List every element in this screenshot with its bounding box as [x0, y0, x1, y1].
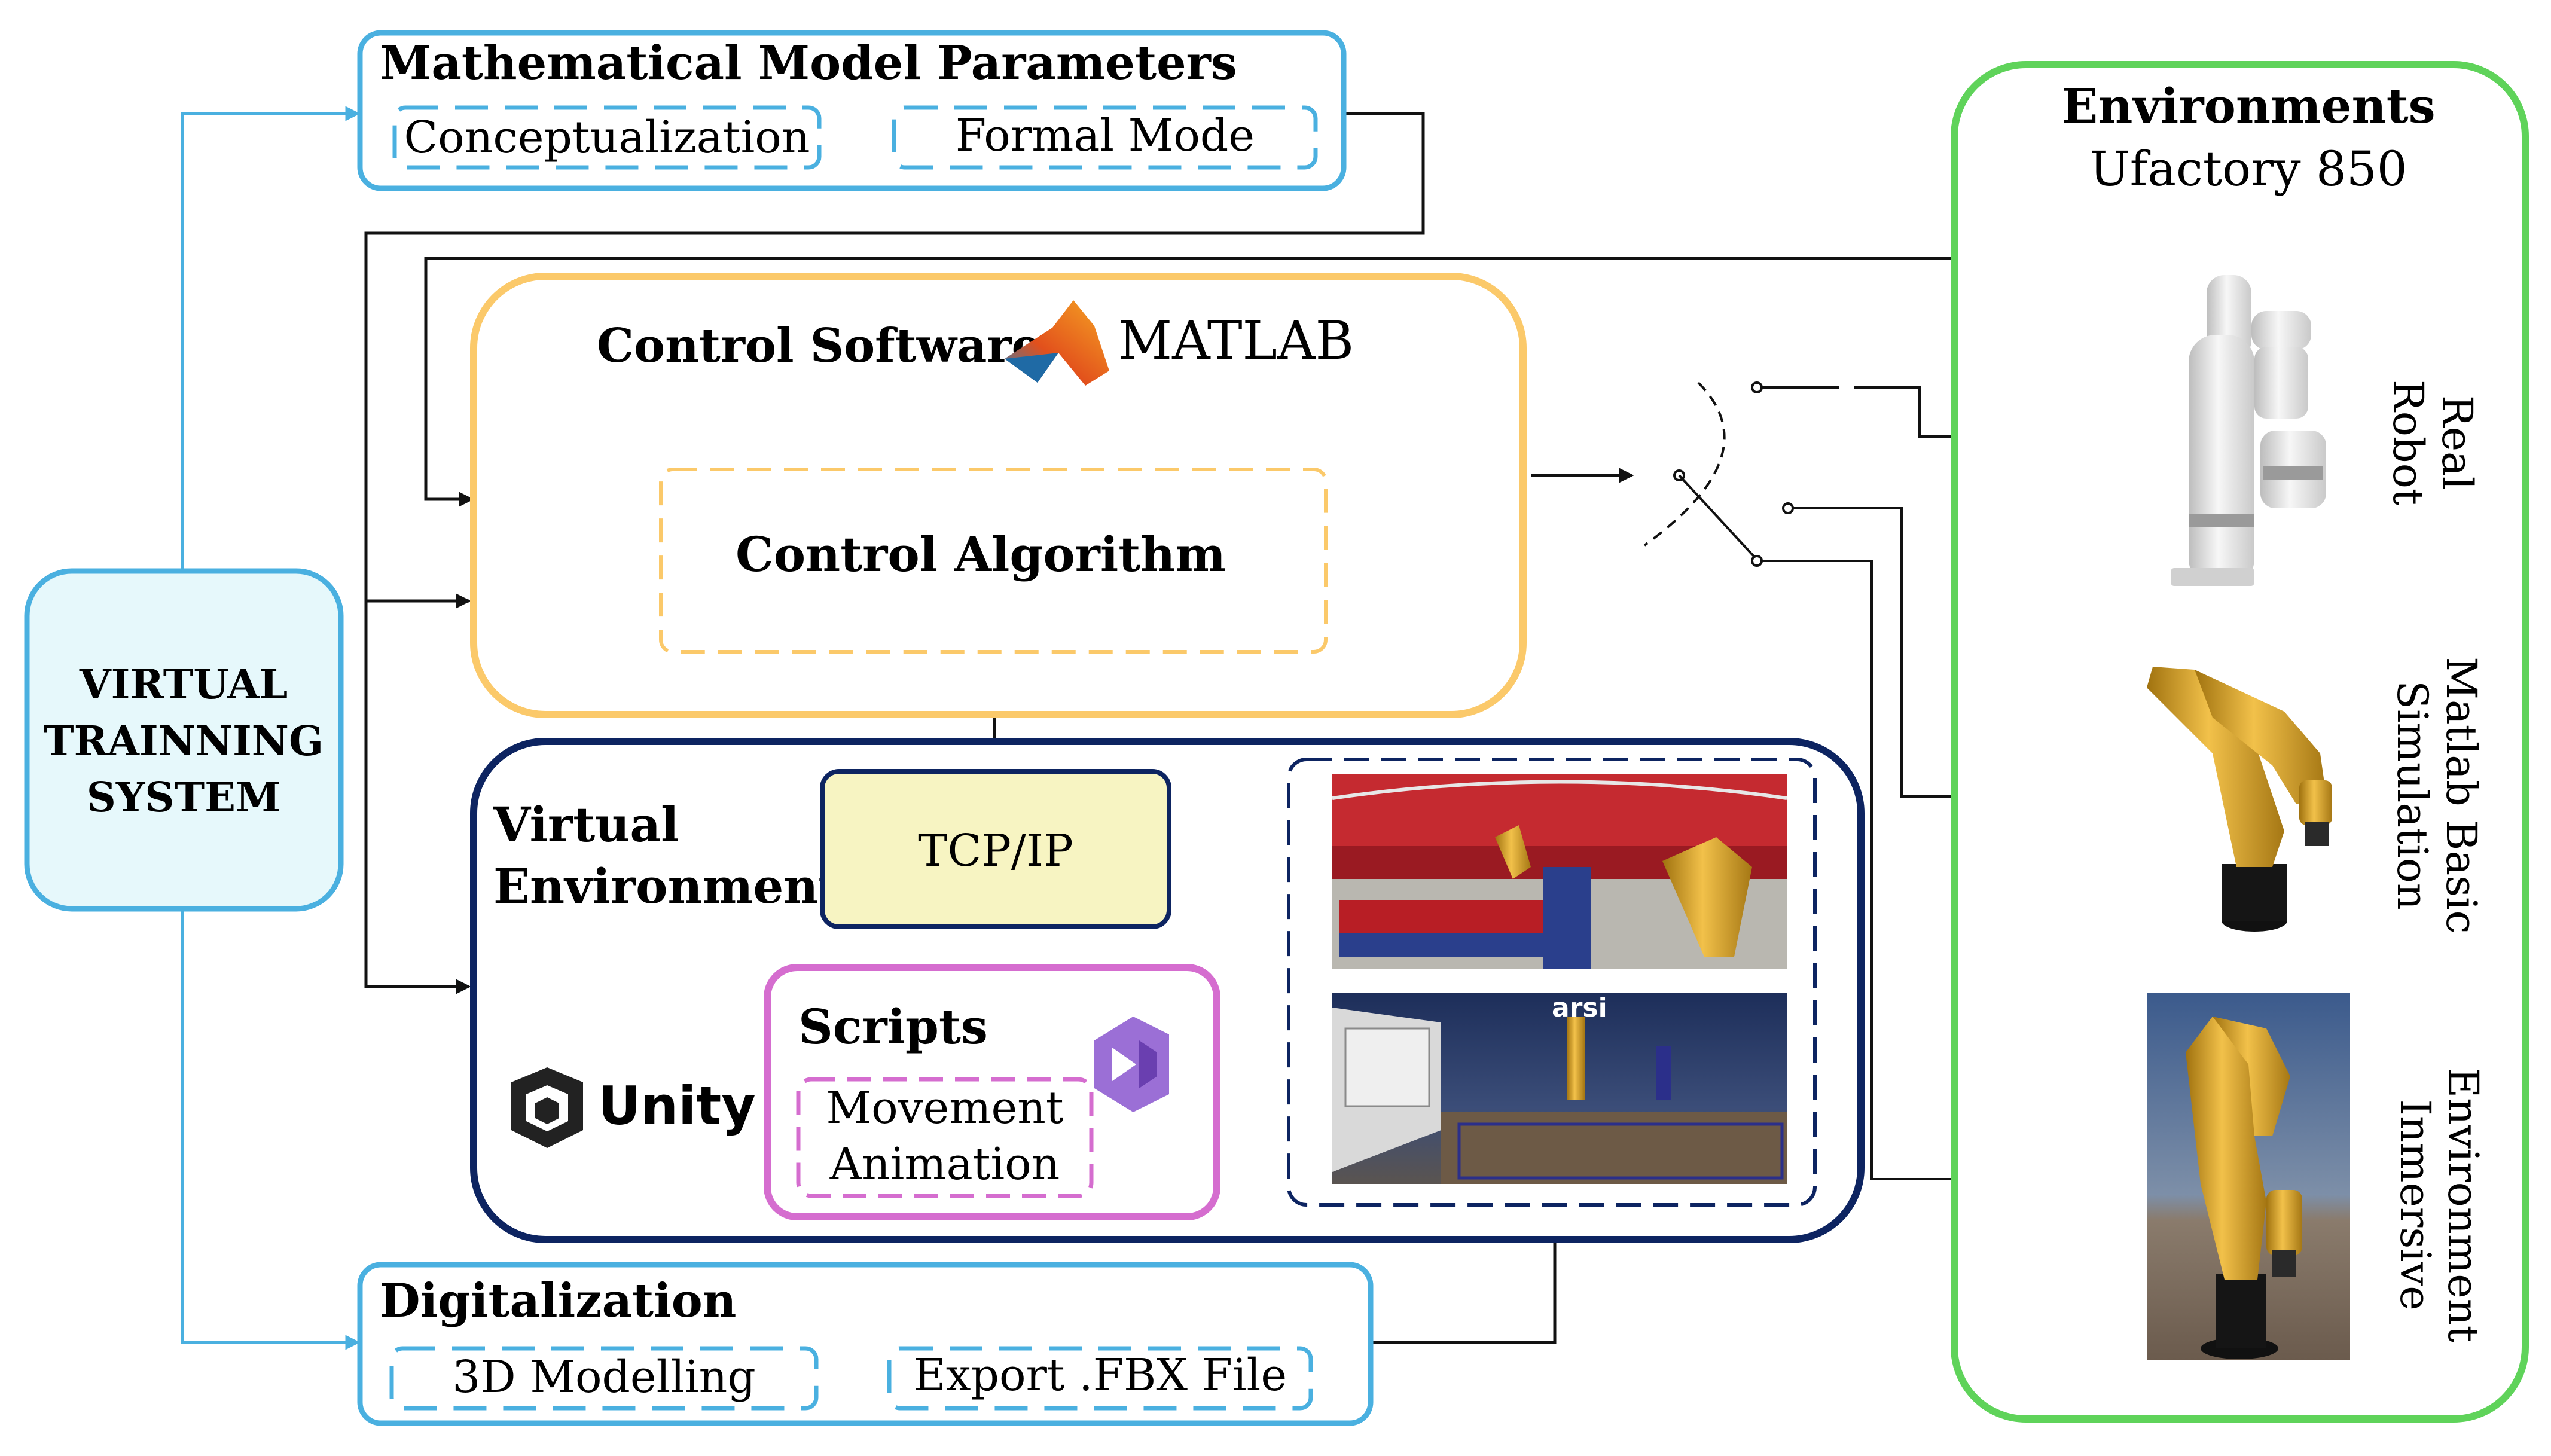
math-model-title: Mathematical Model Parameters — [380, 36, 1237, 90]
environments-subtitle: Ufactory 850 — [2089, 141, 2407, 197]
3d-modelling-label: 3D Modelling — [452, 1351, 755, 1403]
movement-label: Movement — [826, 1082, 1064, 1134]
matlab-logo-icon — [1005, 300, 1109, 386]
virtual-env-title-line-1: Virtual — [493, 796, 679, 853]
scripts-title: Scripts — [798, 999, 988, 1055]
switch-icon — [1643, 381, 1839, 567]
real-robot-image — [2171, 275, 2326, 586]
svg-text:Real: Real — [2433, 395, 2482, 490]
label-real-robot: Real Robot — [2384, 380, 2482, 505]
unity-logo-icon — [511, 1067, 583, 1148]
math-model-box: Mathematical Model Parameters Conceptual… — [357, 30, 1347, 191]
control-software-box: Control Software MATLAB Control Algorith… — [470, 273, 1527, 718]
formal-mode-label: Formal Mode — [956, 110, 1255, 161]
virtual-env-title-line-2: Environment — [493, 858, 840, 914]
immersive-environment-robot-image — [2147, 993, 2350, 1360]
svg-text:Robot: Robot — [2384, 380, 2433, 505]
svg-text:Simulation: Simulation — [2388, 680, 2437, 910]
system-title-line-3: SYSTEM — [87, 774, 280, 822]
environments-box: Environments Ufactory 850 Real Robot — [1951, 61, 2529, 1423]
virtual-training-system-box: VIRTUAL TRAINNING SYSTEM — [24, 568, 344, 912]
system-title-line-1: VIRTUAL — [79, 661, 288, 709]
control-software-title: Control Software — [597, 319, 1041, 373]
matlab-simulation-robot-image — [2147, 667, 2332, 932]
digitalization-title: Digitalization — [380, 1274, 737, 1328]
matlab-label: MATLAB — [1118, 310, 1354, 371]
export-fbx-label: Export .FBX File — [914, 1350, 1287, 1401]
control-algorithm-label: Control Algorithm — [736, 526, 1226, 582]
label-immersive-environment: Environment Inmersive — [2391, 1067, 2488, 1342]
tcp-ip-label: TCP/IP — [918, 825, 1073, 877]
visual-studio-icon — [1094, 1017, 1169, 1112]
virtual-scene-lab-2: arsi — [1332, 993, 1787, 1184]
svg-text:Inmersive: Inmersive — [2391, 1099, 2440, 1310]
scene-logo: arsi — [1552, 993, 1607, 1023]
animation-label: Animation — [829, 1138, 1060, 1190]
digitalization-box: Digitalization 3D Modelling Export .FBX … — [357, 1262, 1374, 1426]
svg-text:Matlab Basic: Matlab Basic — [2437, 657, 2486, 933]
virtual-scene-factory-1 — [1332, 774, 1787, 969]
conceptualization-label: Conceptualization — [404, 112, 810, 163]
environments-title: Environments — [2061, 78, 2435, 134]
label-matlab-simulation: Matlab Basic Simulation — [2388, 657, 2486, 933]
system-title-line-2: TRAINNING — [44, 718, 324, 765]
unity-label: Unity — [598, 1075, 756, 1137]
virtual-environment-box: Virtual Environment Unity TCP/IP Scripts… — [470, 738, 1865, 1243]
svg-text:Environment: Environment — [2439, 1067, 2488, 1342]
